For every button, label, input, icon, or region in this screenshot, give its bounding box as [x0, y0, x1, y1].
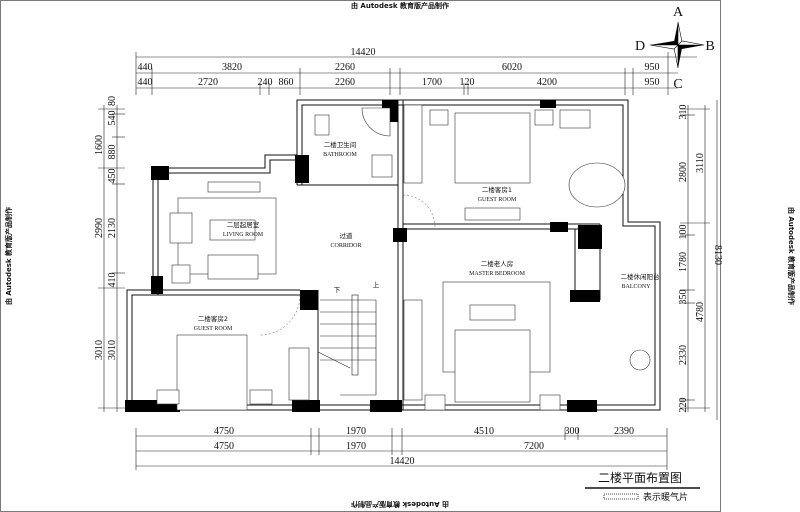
dim-right-total: 8130 — [712, 245, 723, 265]
dim-right-inner: 220 — [678, 398, 689, 413]
room-master-zh: 二楼老人房 — [481, 259, 514, 268]
stairs-up-label: 上 — [373, 280, 380, 289]
room-bathroom-zh: 二楼卫生间 — [324, 140, 357, 149]
watermark-right: 由 Autodesk 教育版产品制作 — [787, 207, 796, 305]
dim-left-inner: 540 — [107, 111, 118, 126]
right-dimensions: 310 2800 100 1780 350 2330 220 3110 4780… — [678, 100, 723, 420]
dim-right-mid: 3110 — [695, 153, 706, 173]
watermark-top: 由 Autodesk 教育版产品制作 — [351, 1, 449, 10]
room-guest2-en: GUEST ROOM — [194, 326, 233, 332]
dim-bottom-r1: 2390 — [614, 426, 634, 437]
watermark-left: 由 Autodesk 教育版产品制作 — [4, 207, 13, 305]
dim-top-total: 14420 — [351, 47, 376, 58]
room-master-en: MASTER BEDROOM — [469, 271, 526, 277]
room-living-zh: 二层起居室 — [227, 220, 260, 229]
dim-top-r2: 4200 — [537, 77, 557, 88]
dim-left-inner: 410 — [107, 273, 118, 288]
dim-left-inner: 80 — [107, 96, 118, 106]
dim-top-r2: 120 — [460, 77, 475, 88]
left-dimensions: 1600 2990 3010 540 80 880 450 2130 410 3… — [94, 96, 125, 412]
dim-bottom-r2: 4750 — [214, 441, 234, 452]
dim-left-inner: 450 — [107, 169, 118, 184]
dim-left-inner: 2130 — [107, 218, 118, 238]
dim-bottom-total: 14420 — [390, 456, 415, 467]
compass-icon: A B C D — [635, 5, 715, 92]
dim-bottom-r1: 1970 — [346, 426, 366, 437]
room-living-en: LIVING ROOM — [223, 232, 264, 238]
dim-top-r1: 440 — [138, 62, 153, 73]
dim-bottom-r1: 4750 — [214, 426, 234, 437]
compass-label-d: D — [635, 39, 645, 54]
room-balcony-zh: 二楼休闲阳台 — [621, 272, 660, 281]
dim-top-r2: 2720 — [198, 77, 218, 88]
radiator-legend-icon — [603, 493, 639, 500]
dim-top-r1: 3820 — [222, 62, 242, 73]
dim-top-r1: 950 — [645, 62, 660, 73]
room-guest1-en: GUEST ROOM — [478, 197, 517, 203]
dim-right-inner: 2800 — [678, 162, 689, 182]
dim-top-r2: 2260 — [335, 77, 355, 88]
dim-top-r2: 1700 — [422, 77, 442, 88]
compass-label-b: B — [705, 39, 714, 54]
compass-label-c: C — [673, 77, 682, 92]
bottom-dimensions: 4750 1970 4510 300 2390 4750 1970 7200 1… — [135, 426, 668, 470]
dim-right-inner: 350 — [678, 290, 689, 305]
dim-bottom-r2: 1970 — [346, 441, 366, 452]
room-corridor-zh: 过道 — [340, 231, 354, 240]
dim-right-inner: 100 — [678, 225, 689, 240]
room-balcony-en: BALCONY — [621, 284, 651, 290]
dim-top-r2: 860 — [279, 77, 294, 88]
furniture — [156, 104, 651, 411]
dim-top-r2: 440 — [138, 77, 153, 88]
dim-top-r2: 240 — [258, 77, 273, 88]
dim-left-inner: 880 — [107, 145, 118, 160]
stairs-down-label: 下 — [334, 286, 341, 294]
dim-bottom-r2: 7200 — [524, 441, 544, 452]
top-dimensions: 14420 440 3820 2260 6020 950 440 2720 24… — [135, 47, 697, 95]
dim-right-inner: 2330 — [678, 345, 689, 365]
room-labels: 二楼卫生间 BATHROOM 二层起居室 LIVING ROOM 过道 CORR… — [194, 140, 660, 332]
room-bathroom-en: BATHROOM — [323, 152, 357, 158]
dim-top-r1: 2260 — [335, 62, 355, 73]
dim-left-outer: 3010 — [94, 340, 105, 360]
room-corridor-en: CORRIDOR — [330, 243, 361, 249]
room-guest2-zh: 二楼客房2 — [198, 314, 228, 323]
room-guest1-zh: 二楼客房1 — [482, 185, 512, 194]
compass-label-a: A — [673, 5, 684, 20]
dim-top-r2: 950 — [645, 77, 660, 88]
dim-right-inner: 310 — [678, 105, 689, 120]
dim-left-outer: 2990 — [94, 218, 105, 238]
watermark-bottom: 由 Autodesk 教育版产品制作 — [351, 500, 449, 509]
dim-left-inner: 3010 — [107, 340, 118, 360]
dim-right-mid: 4780 — [695, 302, 706, 322]
staircase: 下 上 — [317, 280, 380, 396]
drawing-title: 二楼平面布置图 — [598, 470, 682, 485]
dim-bottom-r1: 4510 — [474, 426, 494, 437]
dim-top-r1: 6020 — [502, 62, 522, 73]
dim-left-outer: 1600 — [94, 135, 105, 155]
dim-right-inner: 1780 — [678, 252, 689, 272]
dim-bottom-r1: 300 — [565, 426, 580, 437]
legend-label: 表示暖气片 — [643, 491, 688, 503]
